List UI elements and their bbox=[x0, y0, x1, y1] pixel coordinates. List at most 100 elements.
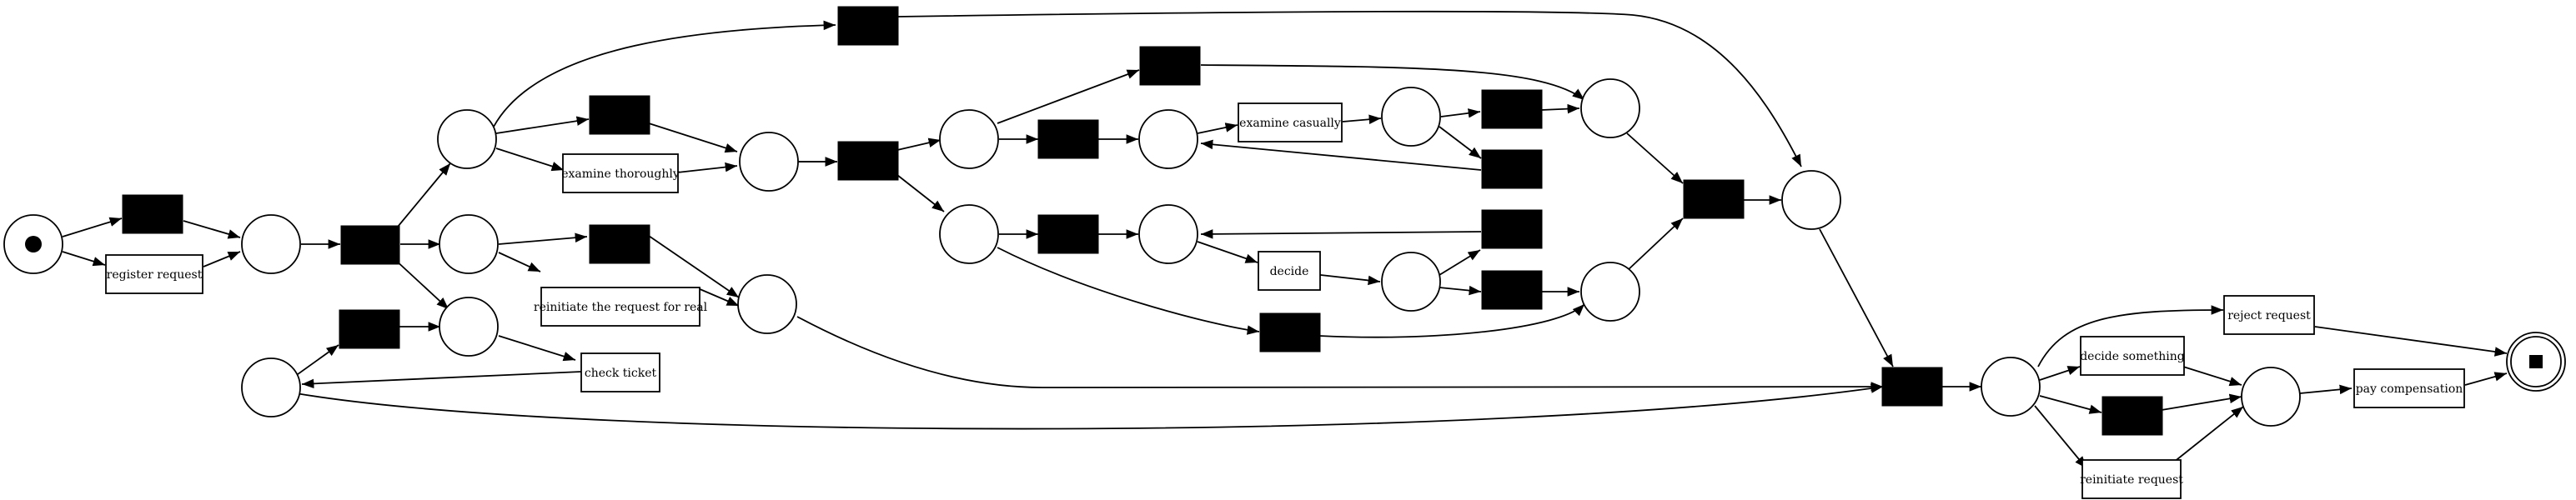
arcs bbox=[62, 10, 2508, 469]
arc bbox=[2182, 366, 2242, 387]
arc bbox=[1439, 126, 1482, 159]
task-examine-thoroughly: examine thoroughly bbox=[561, 153, 680, 193]
silent-transition bbox=[1481, 270, 1543, 310]
arc bbox=[62, 251, 106, 267]
arc bbox=[997, 69, 1140, 124]
task-reinitiate-request: reinitiate request bbox=[2080, 459, 2183, 499]
arc bbox=[1200, 229, 1482, 239]
arc bbox=[2037, 305, 2224, 368]
arc bbox=[393, 258, 449, 310]
arc bbox=[1439, 249, 1481, 276]
task-label: pay compensation bbox=[2356, 382, 2463, 396]
task-label: check ticket bbox=[585, 367, 657, 380]
task-check-ticket: check ticket bbox=[580, 352, 660, 392]
arc bbox=[493, 20, 836, 128]
end-token bbox=[2529, 355, 2543, 368]
start-token bbox=[25, 236, 42, 252]
place bbox=[1381, 252, 1441, 312]
place bbox=[1138, 204, 1198, 264]
arc bbox=[1626, 218, 1684, 272]
task-label: reinitiate the request for real bbox=[534, 301, 708, 314]
arc bbox=[1342, 114, 1382, 124]
place bbox=[739, 132, 799, 192]
silent-transition bbox=[1481, 89, 1543, 129]
arc bbox=[1200, 64, 1585, 101]
task-label: reject request bbox=[2227, 309, 2311, 322]
arc bbox=[498, 335, 576, 362]
place bbox=[439, 297, 499, 357]
arc bbox=[697, 288, 740, 307]
task-label: examine casually bbox=[1239, 117, 1341, 130]
arc bbox=[203, 251, 241, 268]
silent-transition bbox=[339, 309, 400, 349]
arc bbox=[2039, 395, 2102, 414]
silent-transition bbox=[1481, 209, 1543, 249]
place bbox=[241, 214, 301, 274]
silent-transition bbox=[589, 224, 650, 264]
arc bbox=[1626, 132, 1684, 184]
silent-transition bbox=[340, 225, 400, 265]
arc bbox=[1819, 228, 1894, 368]
place bbox=[437, 109, 497, 169]
silent-transition bbox=[1881, 367, 1943, 407]
task-label: register request bbox=[107, 268, 203, 282]
arc bbox=[648, 235, 740, 298]
place bbox=[439, 214, 499, 274]
place bbox=[1580, 262, 1640, 322]
task-reject-request: reject request bbox=[2223, 295, 2315, 335]
arc bbox=[2299, 384, 2353, 395]
arc bbox=[498, 252, 541, 272]
arc bbox=[1439, 285, 1482, 296]
arc bbox=[1197, 122, 1238, 134]
silent-transition bbox=[1259, 312, 1321, 352]
place bbox=[737, 274, 797, 334]
place bbox=[939, 204, 999, 264]
place bbox=[241, 358, 301, 418]
silent-transition bbox=[1037, 214, 1099, 254]
arc bbox=[301, 371, 582, 389]
task-pay-compensation: pay compensation bbox=[2353, 368, 2465, 408]
arc bbox=[896, 138, 942, 151]
place bbox=[1138, 109, 1198, 169]
silent-transition bbox=[589, 95, 650, 135]
place bbox=[1781, 170, 1841, 230]
arc bbox=[295, 383, 1884, 430]
arc bbox=[2039, 366, 2081, 381]
place bbox=[1580, 78, 1640, 138]
task-label: decide something bbox=[2080, 350, 2185, 363]
place bbox=[2241, 367, 2301, 427]
silent-transitions bbox=[122, 6, 2163, 436]
arc bbox=[1197, 241, 1258, 263]
task-reinitiate-real: reinitiate the request for real bbox=[534, 287, 708, 327]
place bbox=[1981, 357, 2041, 417]
silent-transition bbox=[1683, 179, 1745, 219]
silent-transition bbox=[837, 141, 899, 181]
task-examine-casually: examine casually bbox=[1238, 102, 1343, 142]
arc bbox=[896, 10, 1802, 168]
labeled-transitions: register request examine thoroughly rein… bbox=[105, 102, 2465, 499]
task-decide-something: decide something bbox=[2080, 336, 2185, 376]
task-register-request: register request bbox=[105, 254, 203, 294]
arc bbox=[1540, 103, 1580, 114]
arc bbox=[1440, 108, 1481, 118]
task-label: decide bbox=[1270, 265, 1309, 278]
arc bbox=[796, 316, 1884, 392]
arc bbox=[393, 162, 451, 232]
arc bbox=[62, 217, 123, 238]
arc bbox=[2314, 326, 2508, 357]
place bbox=[939, 109, 999, 169]
silent-transition bbox=[122, 194, 183, 234]
arc bbox=[2034, 405, 2087, 469]
arc bbox=[648, 122, 738, 153]
arc bbox=[495, 116, 590, 134]
arc bbox=[2464, 372, 2508, 386]
arc bbox=[676, 162, 738, 173]
silent-transition bbox=[1139, 46, 1201, 86]
silent-transition bbox=[837, 6, 899, 46]
task-label: examine thoroughly bbox=[561, 168, 680, 181]
arc bbox=[997, 247, 1260, 335]
arc bbox=[2161, 393, 2242, 411]
silent-transition bbox=[1037, 119, 1099, 159]
arc bbox=[498, 232, 588, 245]
